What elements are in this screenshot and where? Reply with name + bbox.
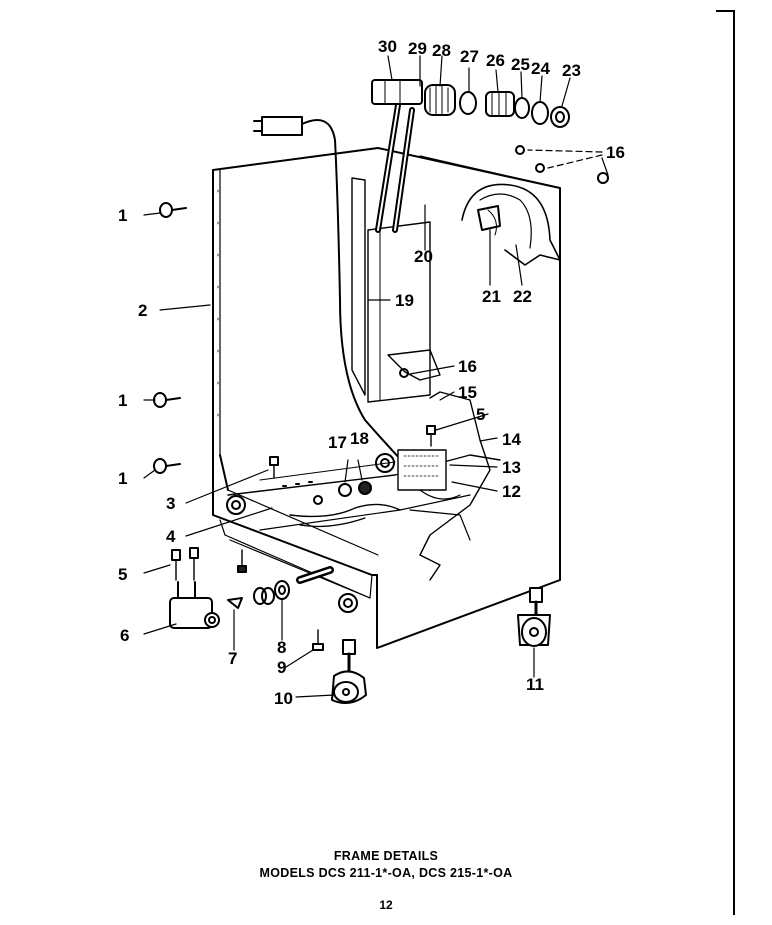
callout-8: 8	[277, 638, 286, 657]
inner-channel	[351, 177, 431, 403]
callout-10: 10	[274, 689, 293, 708]
control-cutaway	[282, 349, 491, 581]
callout-19: 19	[395, 291, 414, 310]
callout-2: 2	[138, 301, 147, 320]
callout-22: 22	[513, 287, 532, 306]
callout-7: 7	[228, 649, 237, 668]
callout-20: 20	[414, 247, 433, 266]
callout-21: 21	[482, 287, 501, 306]
callout-16-middle: 16	[458, 357, 477, 376]
callout-12: 12	[502, 482, 521, 501]
fill-hose	[375, 102, 415, 233]
callout-4: 4	[166, 527, 176, 546]
callout-1-middle: 1	[118, 391, 127, 410]
callout-15: 15	[458, 383, 477, 402]
rear-caster	[517, 587, 551, 647]
callout-3: 3	[166, 494, 175, 513]
right-margin-tick	[716, 10, 735, 12]
callout-25: 25	[511, 55, 530, 74]
callout-24: 24	[531, 59, 550, 78]
callout-5-left: 5	[118, 565, 127, 584]
part-callouts: 1 1 1 2 3 4 5 5 6 7 8 9 10 11 12 13 14 1…	[118, 37, 625, 708]
callout-26: 26	[486, 51, 505, 70]
caption-models: MODELS DCS 211-1*-OA, DCS 215-1*-OA	[259, 866, 513, 880]
callout-5-right: 5	[476, 405, 485, 424]
callout-1-bottom: 1	[118, 469, 127, 488]
motor-cutaway	[461, 183, 561, 266]
callout-29: 29	[408, 39, 427, 58]
screws	[153, 145, 609, 479]
hose-fittings	[227, 549, 334, 651]
callout-17: 17	[328, 433, 347, 452]
callout-14: 14	[502, 430, 521, 449]
caption-title: FRAME DETAILS	[333, 849, 439, 863]
callout-9: 9	[277, 658, 286, 677]
leader-lines	[143, 55, 609, 698]
callout-6: 6	[120, 626, 129, 645]
front-caster	[331, 639, 367, 705]
cabinet-frame	[212, 147, 561, 649]
right-margin-rule	[733, 10, 735, 915]
power-cord	[253, 116, 431, 491]
callout-30: 30	[378, 37, 397, 56]
callout-1-top: 1	[118, 206, 127, 225]
inlet-valve	[169, 547, 220, 629]
callout-18: 18	[350, 429, 369, 448]
callout-27: 27	[460, 47, 479, 66]
callout-13: 13	[502, 458, 521, 477]
callout-16-top: 16	[606, 143, 625, 162]
page-number: 12	[379, 898, 393, 912]
callout-23: 23	[562, 61, 581, 80]
valve-assembly	[371, 79, 570, 128]
callout-11: 11	[526, 675, 544, 694]
callout-28: 28	[432, 41, 451, 60]
